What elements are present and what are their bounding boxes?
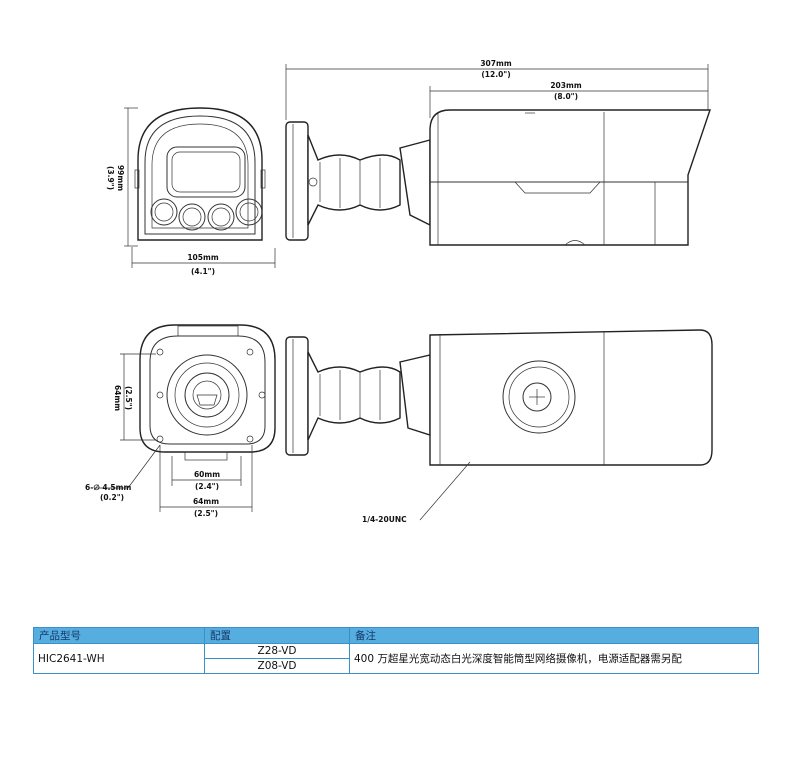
front-height-label: 99mm <box>116 165 125 191</box>
note-cell: 400 万超星光宽动态白光深度智能筒型网络摄像机，电源适配器需另配 <box>349 643 759 674</box>
base-width-label: 64mm <box>193 497 219 506</box>
side-view: 307mm (12.0") 203mm (8.0") <box>285 59 711 246</box>
body-length-inch-label: (8.0") <box>554 92 578 101</box>
front-width-label: 105mm <box>187 253 218 262</box>
hole-spacing-label: 60mm <box>194 470 220 479</box>
base-height-label: 64mm <box>113 385 122 411</box>
body-length-label: 203mm <box>550 81 581 90</box>
bottom-side-view: 1/4-20UNC <box>285 329 713 524</box>
hole-size-label: 6-∅ 4.5mm <box>85 483 131 492</box>
spec-table: 产品型号 配置 备注 HIC2641-WH Z28-VD 400 万超星光宽动态… <box>33 627 759 674</box>
hole-size-inch-label: (0.2") <box>100 493 124 502</box>
camera-dimension-drawing: 99mm (3.9") 105mm (4.1") 307mm (12.0") 2… <box>85 59 713 524</box>
total-length-inch-label: (12.0") <box>481 70 510 79</box>
model-cell: HIC2641-WH <box>33 643 205 674</box>
base-view: 64mm (2.5") 60mm (2.4") 64mm (2.5") 6-∅ … <box>85 324 276 518</box>
header-note: 备注 <box>349 627 759 644</box>
front-width-inch-label: (4.1") <box>191 267 215 276</box>
total-length-label: 307mm <box>480 59 511 68</box>
table-header-row: 产品型号 配置 备注 <box>33 627 759 644</box>
header-config: 配置 <box>204 627 350 644</box>
base-width-inch-label: (2.5") <box>194 509 218 518</box>
table-row: HIC2641-WH Z28-VD 400 万超星光宽动态白光深度智能筒型网络摄… <box>33 643 759 674</box>
config-cell-2: Z08-VD <box>204 658 350 674</box>
front-height-inch-label: (3.9") <box>106 166 115 190</box>
hole-spacing-inch-label: (2.4") <box>195 482 219 491</box>
thread-label: 1/4-20UNC <box>362 515 407 524</box>
header-model: 产品型号 <box>33 627 205 644</box>
front-view: 99mm (3.9") 105mm (4.1") <box>106 107 276 276</box>
table-row: Z08-VD <box>34 658 759 674</box>
config-cell-1: Z28-VD <box>204 643 350 659</box>
base-height-inch-label: (2.5") <box>124 386 133 410</box>
